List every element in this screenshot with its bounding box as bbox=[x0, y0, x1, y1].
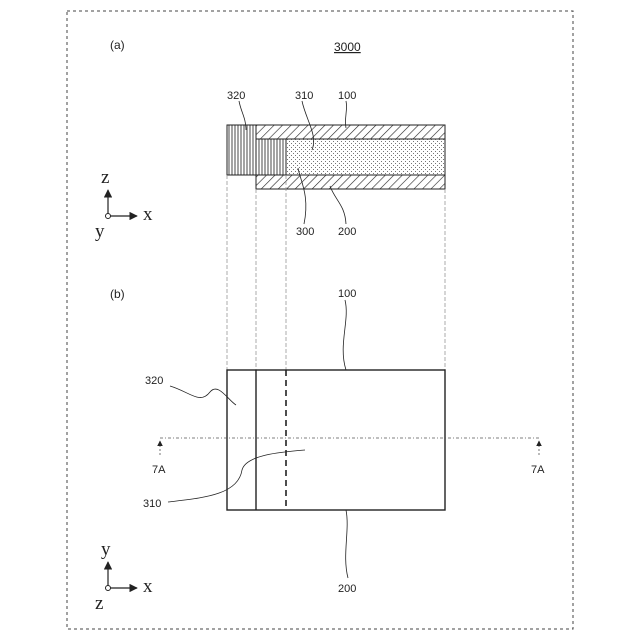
section-label-left: 7A bbox=[152, 464, 166, 476]
ref-a-200: 200 bbox=[338, 226, 356, 238]
ref-a-300: 300 bbox=[296, 226, 314, 238]
section-label-right: 7A bbox=[531, 464, 545, 476]
layer-320 bbox=[227, 125, 256, 175]
leader-b-310 bbox=[168, 450, 305, 502]
axis-b-out-of-plane: z bbox=[95, 593, 103, 614]
leader-b-200 bbox=[346, 510, 348, 578]
leader-a-200 bbox=[330, 186, 346, 224]
axis-a-horizontal: x bbox=[143, 204, 153, 225]
out-of-plane-symbol-b bbox=[106, 586, 111, 591]
plan-outline bbox=[227, 370, 445, 510]
ref-b-320: 320 bbox=[145, 375, 163, 387]
layer-100 bbox=[256, 125, 445, 139]
ref-b-100: 100 bbox=[338, 288, 356, 300]
ref-a-100: 100 bbox=[338, 90, 356, 102]
ref-a-310: 310 bbox=[295, 90, 313, 102]
panel-a-cross-section: 320 310 100 300 200 bbox=[227, 90, 445, 238]
leader-a-100 bbox=[345, 101, 346, 128]
axis-b-horizontal: x bbox=[143, 576, 153, 597]
panel-b-plan-view: 7A 7A 100 320 310 200 bbox=[143, 288, 545, 595]
leader-b-320 bbox=[170, 386, 236, 405]
ref-b-310: 310 bbox=[143, 498, 161, 510]
panel-b-label: (b) bbox=[110, 287, 125, 301]
axis-b-vertical: y bbox=[101, 539, 111, 560]
figure-border bbox=[67, 11, 573, 629]
layer-320-inner bbox=[256, 139, 286, 175]
axis-a-vertical: z bbox=[101, 167, 109, 188]
figure-title: 3000 bbox=[334, 40, 361, 54]
axes-a: z x y bbox=[95, 167, 153, 242]
projection-lines bbox=[227, 175, 445, 370]
panel-a-label: (a) bbox=[110, 38, 125, 52]
axes-b: y x z bbox=[95, 539, 153, 614]
axis-a-out-of-plane: y bbox=[95, 221, 105, 242]
ref-a-320: 320 bbox=[227, 90, 245, 102]
leader-b-100 bbox=[343, 300, 346, 370]
ref-b-200: 200 bbox=[338, 583, 356, 595]
layer-310 bbox=[286, 139, 445, 175]
out-of-plane-symbol bbox=[106, 214, 111, 219]
layer-200 bbox=[256, 175, 445, 189]
